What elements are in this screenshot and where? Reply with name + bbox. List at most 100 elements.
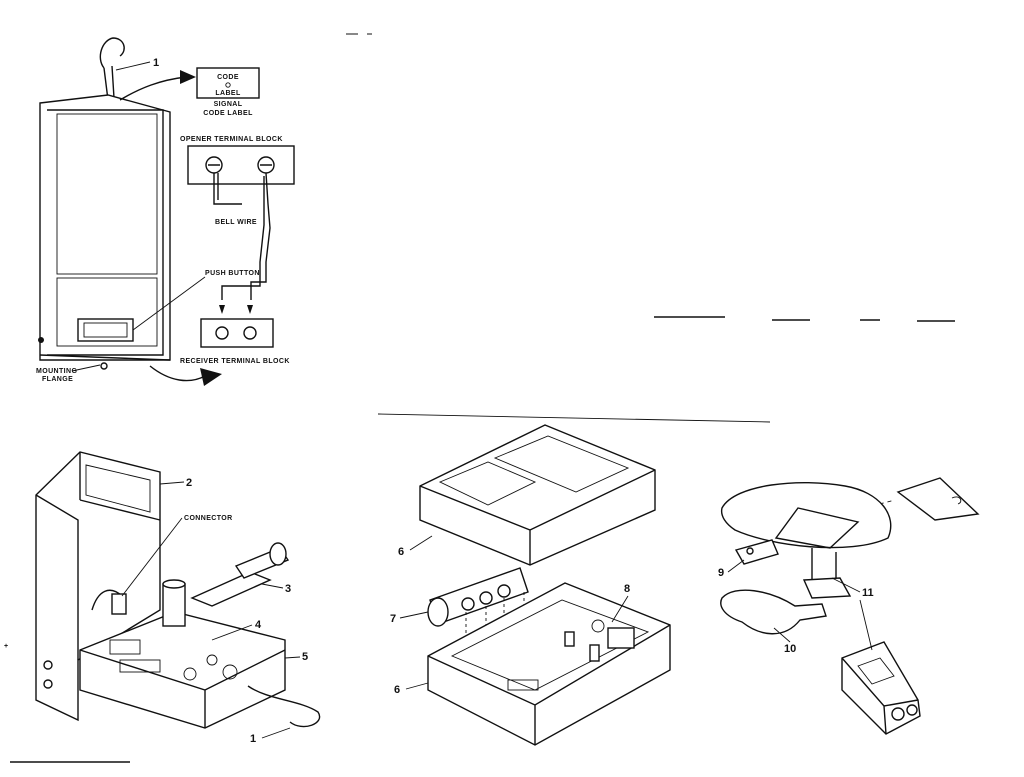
callout-5-leader [284,656,301,659]
transmitter-exploded-view: 6 7 8 6 [390,424,671,746]
callout-6-bottom: 6 [394,684,400,696]
callout-7: 7 [390,613,396,625]
receiver-terminal-block [200,318,274,348]
base-switch [507,679,539,691]
mounting-flange-leader [71,364,101,372]
code-label-box [196,67,260,99]
code-label-caption: CODE LABEL [203,110,253,117]
component-a [183,667,197,681]
transmitter-cover [419,424,656,566]
base-inner [450,599,650,691]
battery-compartment [774,507,860,549]
callout-2: 2 [186,477,192,489]
battery-door [896,477,980,521]
terminal-wire-arrows [219,305,253,314]
case-screw [43,679,53,689]
code-label-line1: CODE [217,74,239,81]
receiver-arrow-line [149,365,206,382]
cover-recess-left [438,461,537,506]
signal-code-arrowhead [180,70,196,84]
connector-leader [121,517,183,597]
callout-7-leader [399,611,429,619]
base-component [591,619,605,633]
callout-5: 5 [302,651,308,663]
callout-9-leader [727,559,745,573]
code-label-dot [225,82,231,88]
connector [111,593,127,615]
bell-wire-b [217,173,265,300]
flange-label: FLANGE [42,376,73,383]
bell-wire-label: BELL WIRE [215,219,257,226]
callout-11: 11 [862,587,874,599]
push-button-inner [83,322,128,338]
callout-6-top-leader [409,535,433,551]
base-chip [607,627,635,649]
housing-base [39,354,171,361]
component-b [206,654,218,666]
signal-text: SIGNAL [214,101,243,108]
keypad-button-3 [497,584,511,598]
receiver-arrowhead [200,368,222,386]
battery-clip [802,577,852,599]
bell-wire-a [213,172,271,300]
code-label-line2: LABEL [215,90,241,97]
callout-1-bottom: 1 [250,733,256,745]
callout-1-top-leader [115,61,151,71]
callout-4-leader [211,624,253,641]
housing-inner-frame [47,109,164,356]
visor-clip [720,589,827,635]
push-button-leader [132,276,206,331]
connector-label: CONNECTOR [184,515,233,522]
battery-label [857,657,895,685]
callout-10-leader [773,627,791,643]
callout-11-leader [831,577,873,651]
receiver-wiring-view: CODE LABEL SIGNAL CODE LABEL OPENER TERM… [36,37,295,386]
base-edges [427,624,671,745]
antenna-hook-top [99,37,125,69]
battery-terminal-a [891,707,905,721]
case-led [43,660,53,670]
edge-mark: + [4,643,9,650]
callout-2-leader [159,481,185,485]
push-button-label: PUSH BUTTON [205,270,260,277]
capacitor-top [162,579,186,589]
callout-10: 10 [784,643,796,655]
component-c [222,664,238,680]
callout-3: 3 [285,583,291,595]
receiver-terminal-right [243,326,257,340]
callout-9: 9 [718,567,724,579]
component-e [119,659,161,673]
callout-1-bottom-leader [261,727,291,739]
keypad-button-2 [479,591,493,605]
callout-1-top: 1 [153,57,159,69]
section-divider-line [377,413,771,423]
callout-4: 4 [255,619,262,631]
mounting-label: MOUNTING [36,368,77,375]
receiver-terminal-block-label: RECEIVER TERMINAL BLOCK [180,358,290,365]
side-screw [38,337,44,343]
callout-3-leader [261,583,284,589]
transmitter-housing [720,481,892,549]
callout-8-leader [611,595,629,623]
receiver-terminal-left [215,326,229,340]
base-capacitor-b [589,644,600,662]
battery-door-tab [951,496,962,505]
clip-bracket-9 [734,539,779,565]
receiver-case-edges [35,452,161,660]
visor-clip-view: 9 10 11 [718,477,980,735]
mounting-flange-hole [100,362,108,370]
antenna-coil-bottom [247,685,321,728]
opener-terminal-block [187,145,295,185]
stray-dashes [654,316,955,322]
housing-upper-panel [56,113,158,275]
callout-8: 8 [624,583,630,595]
callout-6-top: 6 [398,546,404,558]
callout-6-bottom-leader [405,682,429,690]
battery-terminal-b [906,704,918,716]
signal-code-arrow-line [119,76,187,101]
receiver-housing [39,94,171,361]
battery [841,641,921,735]
tray-edges [79,649,286,728]
battery-edges [841,657,919,735]
